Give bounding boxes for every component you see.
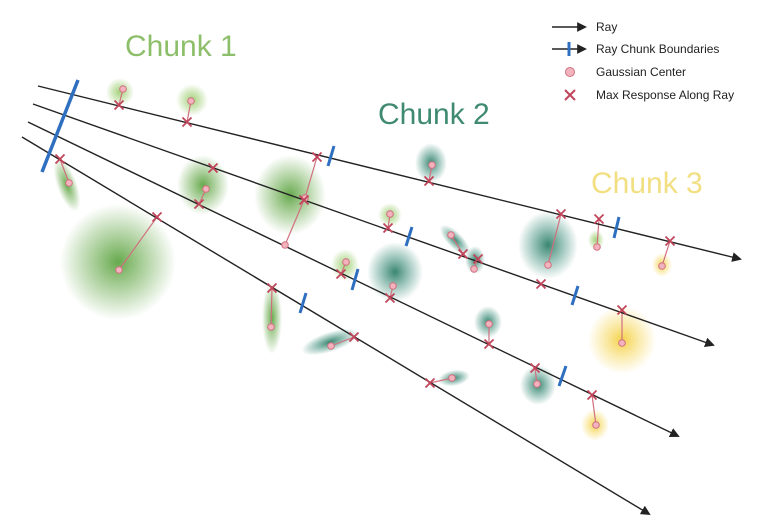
gaussian-center-11: [389, 282, 397, 290]
gaussian-center-20: [593, 243, 601, 251]
max-response-1: [113, 99, 125, 111]
chunk-boundary-8: [612, 216, 621, 239]
chunk-1-label: Chunk 1: [125, 30, 237, 63]
gaussian-blob-10: [301, 328, 359, 356]
gaussian-blobs: [53, 78, 672, 441]
legend-ray-label: Ray: [596, 20, 617, 34]
max-response-14: [457, 248, 469, 260]
gaussian-blob-11: [367, 242, 423, 302]
max-response-15: [472, 253, 484, 265]
max-response-12: [382, 222, 394, 234]
gaussian-center-21: [618, 339, 626, 347]
max-response-6: [207, 162, 219, 174]
legend-ray-row: Ray: [552, 20, 617, 34]
max-response-9: [266, 282, 278, 294]
gaussian-center-10: [342, 258, 350, 266]
max-response-5: [193, 198, 205, 210]
legend-response-label: Max Response Along Ray: [596, 88, 734, 102]
gaussian-center-23: [658, 262, 666, 270]
max-response-11: [384, 292, 396, 304]
legend-center-row: Gaussian Center: [565, 65, 686, 79]
chunk-boundary-6: [298, 292, 308, 314]
legend-boundaries-label: Ray Chunk Boundaries: [596, 42, 719, 56]
max-response-7: [298, 194, 310, 206]
max-response-19: [529, 362, 541, 374]
gaussian-center-9: [267, 323, 275, 331]
gaussian-blob-13: [439, 224, 471, 256]
legend: Ray Ray Chunk Boundaries Gaussian Center…: [552, 20, 734, 102]
link-23: [661, 240, 671, 267]
link-7: [284, 199, 305, 246]
chunk-boundaries: [40, 79, 621, 387]
gaussian-center-19: [533, 380, 541, 388]
link-9: [270, 287, 273, 328]
gaussian-center-4: [115, 266, 123, 274]
max-response-13: [423, 175, 435, 187]
gaussian-center-7: [281, 241, 289, 249]
gaussian-center-15: [470, 265, 478, 273]
gaussian-center-5: [202, 185, 210, 193]
gaussian-center-16: [485, 320, 493, 328]
gaussian-center-25: [448, 374, 456, 382]
max-response-24: [348, 331, 360, 343]
gaussian-center-3: [65, 179, 73, 187]
chunk-boundary-7: [557, 365, 568, 387]
gaussian-center-1: [119, 85, 127, 93]
link-8: [304, 156, 318, 199]
chunk-boundary-1: [40, 79, 80, 173]
link-3: [59, 158, 70, 184]
gaussian-blob-7: [262, 282, 282, 354]
chunk-boundary-2: [326, 145, 336, 167]
max-response-25: [424, 377, 436, 389]
legend-center-label: Gaussian Center: [596, 65, 686, 79]
max-response-22: [586, 389, 598, 401]
max-response-21: [616, 304, 628, 316]
gaussian-center-2: [187, 97, 195, 105]
gaussian-center-12: [386, 210, 394, 218]
cross-icon: [564, 89, 576, 101]
max-response-10: [335, 268, 347, 280]
chunk-boundary-4: [570, 285, 580, 306]
max-response-16: [483, 338, 495, 350]
gaussian-center-13: [428, 161, 436, 169]
max-response-23: [664, 235, 676, 247]
rays: [21, 85, 742, 516]
max-response-3: [54, 153, 66, 165]
max-response-4: [151, 211, 163, 223]
center-dot-icon: [565, 67, 575, 77]
max-response-18: [535, 278, 547, 290]
legend-boundary-row: Ray Chunk Boundaries: [552, 42, 719, 56]
link-24: [330, 336, 355, 347]
gaussian-blob-4: [60, 204, 176, 320]
ray-3: [27, 121, 680, 438]
link-22: [591, 394, 597, 426]
ray-1: [37, 85, 742, 262]
ray-2: [32, 103, 715, 347]
chunk-boundary-5: [350, 268, 360, 291]
max-response-2: [181, 116, 193, 128]
gaussian-blob-16: [518, 211, 578, 279]
max-response-17: [555, 208, 567, 220]
gaussian-center-22: [592, 421, 600, 429]
legend-response-row: Max Response Along Ray: [564, 88, 734, 102]
max-response-20: [593, 213, 605, 225]
chunk-boundary-3: [404, 226, 414, 247]
gaussian-blob-1: [106, 78, 134, 106]
gaussian-center-14: [447, 231, 455, 239]
link-4: [118, 216, 158, 271]
link-17: [547, 213, 562, 266]
max-response-8: [311, 151, 323, 163]
gaussian-center-17: [544, 261, 552, 269]
ray-4: [21, 136, 651, 516]
max-responses: [54, 99, 676, 401]
gaussian-center-24: [327, 342, 335, 350]
chunk-3-label: Chunk 3: [591, 167, 703, 200]
chunk-2-label: Chunk 2: [378, 98, 490, 131]
